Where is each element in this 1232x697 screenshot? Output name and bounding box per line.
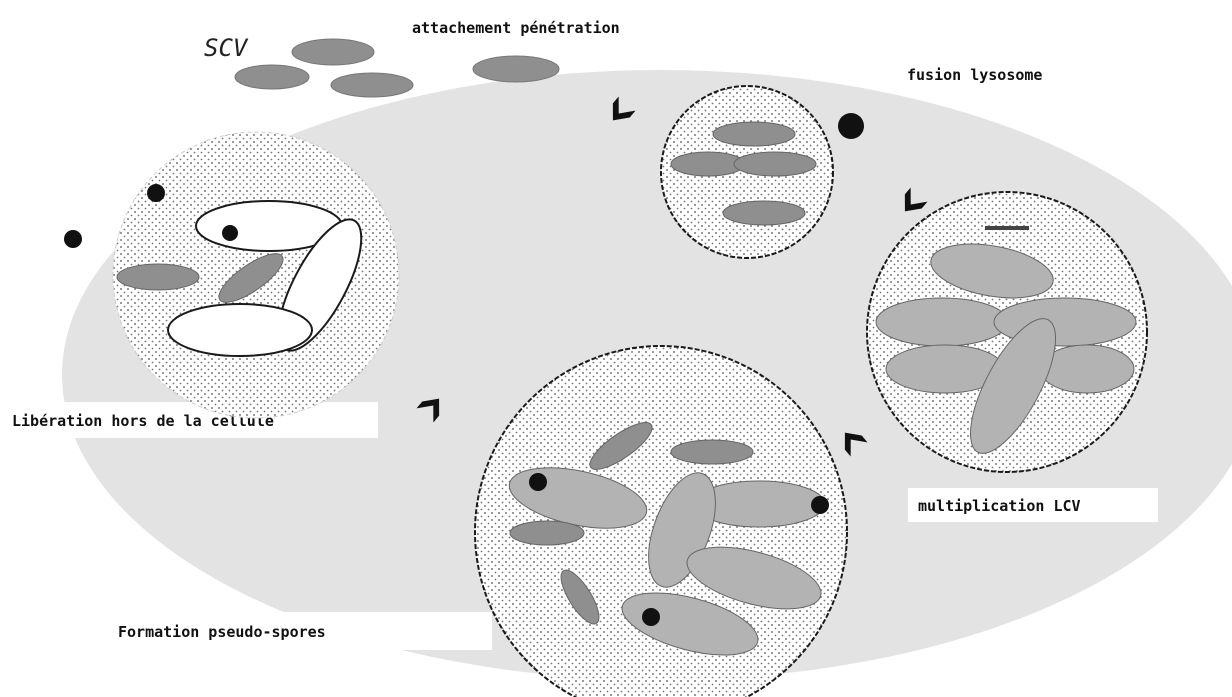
bacterium (671, 440, 753, 464)
bacterium-entering (473, 56, 559, 82)
vacuole-fusion (661, 86, 833, 258)
bacterium-extracellular (331, 73, 413, 97)
label-formation: Formation pseudo-spores (118, 623, 326, 641)
scv-label: SCV (204, 34, 249, 62)
lysosome (811, 496, 829, 514)
bacterium (723, 201, 805, 225)
label-attachement: attachement pénétration (412, 19, 620, 37)
lysosome (147, 184, 165, 202)
bacterium (713, 122, 795, 146)
lysosome (838, 113, 864, 139)
bacterium (876, 298, 1008, 346)
bacterium (734, 152, 816, 176)
lysosome (529, 473, 547, 491)
bacterium (117, 264, 199, 290)
bacterium-extracellular (292, 39, 374, 65)
label-multiplication: multiplication LCV (918, 497, 1081, 515)
lysosome (64, 230, 82, 248)
vacuole-multiplication (867, 192, 1147, 472)
vacuole-pseudo-spores (475, 346, 847, 697)
lysosome (642, 608, 660, 626)
bacterium (510, 521, 584, 545)
label-fusion: fusion lysosome (907, 66, 1042, 84)
bacterium-extracellular (235, 65, 309, 89)
vacuole-liberation (113, 132, 399, 418)
lysosome (222, 225, 238, 241)
bacterium-released (168, 304, 312, 356)
